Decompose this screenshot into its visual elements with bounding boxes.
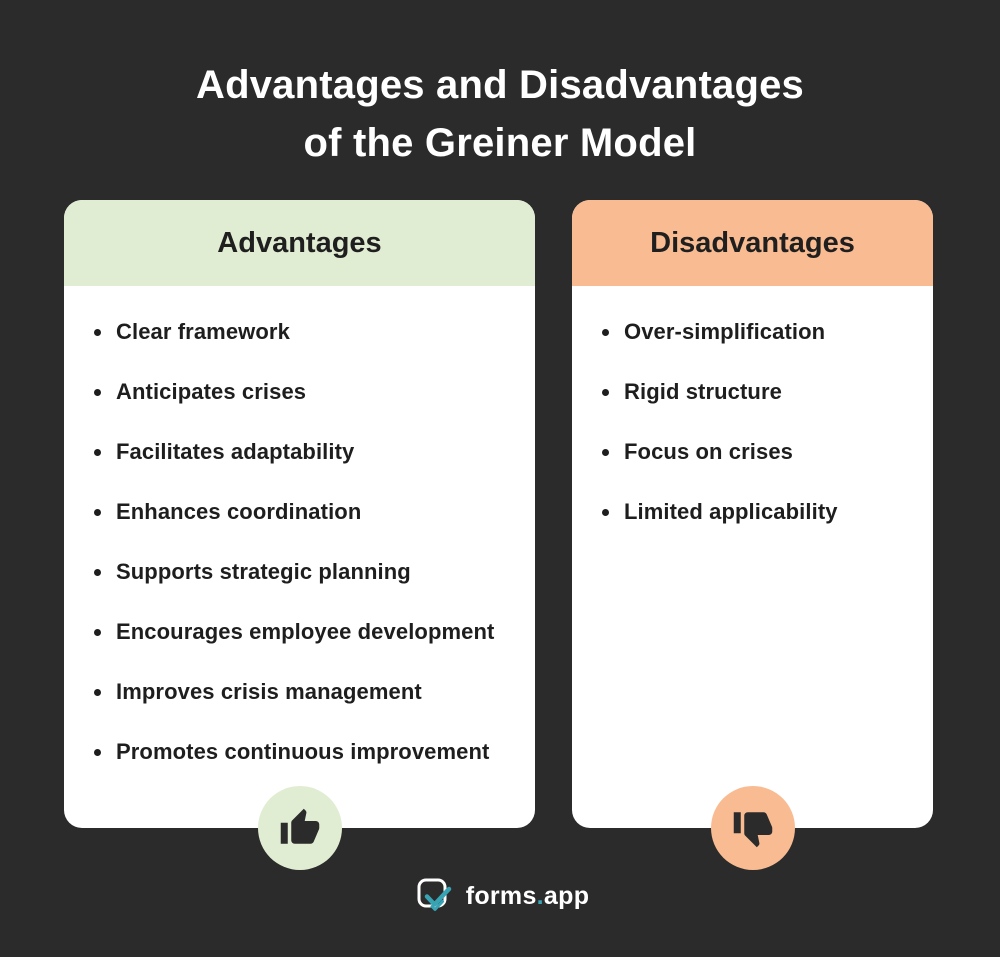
forms-app-logo-icon (417, 878, 451, 911)
list-item-text: Improves crisis management (116, 679, 422, 704)
list-item: Rigid structure (602, 362, 915, 422)
title-line-1: Advantages and Disadvantages (195, 63, 805, 107)
list-item: Enhances coordination (94, 482, 517, 542)
advantages-header: Advantages (64, 200, 535, 286)
list-item-text: Anticipates crises (116, 379, 307, 404)
disadvantages-card: Disadvantages Over-simplification Rigid … (572, 200, 933, 870)
list-item-text: Limited applicability (624, 499, 838, 524)
bullet-icon (94, 628, 101, 636)
bullet-icon (602, 448, 609, 456)
bullet-icon (94, 688, 101, 696)
title-line-2: of the Greiner Model (303, 121, 697, 165)
list-item-text: Enhances coordination (116, 499, 362, 524)
bullet-icon (94, 328, 101, 336)
bullet-icon (94, 568, 101, 576)
brand-name: forms.app (465, 881, 590, 910)
list-item: Improves crisis management (94, 662, 517, 722)
disadvantages-list: Over-simplification Rigid structure Focu… (572, 286, 933, 542)
thumbs-up-badge (257, 786, 342, 870)
list-item-text: Rigid structure (624, 379, 782, 404)
list-item: Focus on crises (602, 422, 915, 482)
brand-logo: forms.app (0, 874, 1000, 918)
list-item-text: Focus on crises (624, 439, 794, 464)
list-item: Over-simplification (602, 302, 915, 362)
list-item: Anticipates crises (94, 362, 517, 422)
advantages-list: Clear framework Anticipates crises Facil… (64, 286, 535, 782)
list-item: Clear framework (94, 302, 517, 362)
list-item-text: Clear framework (116, 319, 290, 344)
list-item-text: Over-simplification (624, 319, 826, 344)
list-item-text: Facilitates adaptability (116, 439, 355, 464)
bullet-icon (94, 748, 101, 756)
bullet-icon (94, 508, 101, 516)
list-item-text: Promotes continuous improvement (116, 739, 490, 764)
thumbs-up-icon (280, 808, 319, 844)
list-item-text: Supports strategic planning (116, 559, 411, 584)
bullet-icon (602, 328, 609, 336)
thumbs-down-icon (733, 812, 772, 848)
thumbs-down-badge (710, 786, 795, 870)
cards-container: Advantages Clear framework Anticipates c… (64, 200, 933, 870)
list-item-text: Encourages employee development (116, 619, 495, 644)
list-item: Limited applicability (602, 482, 915, 542)
disadvantages-header: Disadvantages (572, 200, 933, 286)
bullet-icon (94, 388, 101, 396)
list-item: Encourages employee development (94, 602, 517, 662)
page-title: Advantages and Disadvantages of the Grei… (0, 56, 1000, 172)
list-item: Promotes continuous improvement (94, 722, 517, 782)
bullet-icon (602, 508, 609, 516)
bullet-icon (602, 388, 609, 396)
list-item: Supports strategic planning (94, 542, 517, 602)
bullet-icon (94, 448, 101, 456)
list-item: Facilitates adaptability (94, 422, 517, 482)
advantages-card: Advantages Clear framework Anticipates c… (64, 200, 535, 870)
